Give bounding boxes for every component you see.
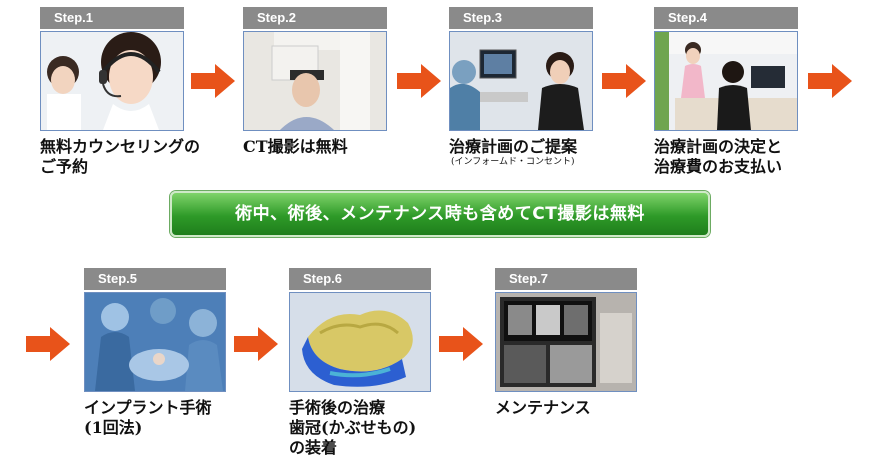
arrow-icon bbox=[234, 327, 278, 361]
step-6-label: Step.6 bbox=[289, 268, 431, 290]
step-6-photo bbox=[289, 292, 431, 392]
arrow-icon bbox=[602, 64, 646, 98]
step-7-photo bbox=[495, 292, 637, 392]
step-2-caption: CT撮影は無料 bbox=[243, 137, 348, 157]
step-1-photo bbox=[40, 31, 184, 131]
step-2-photo bbox=[243, 31, 387, 131]
step-6-caption-line: の装着 bbox=[289, 438, 338, 457]
step-7-label: Step.7 bbox=[495, 268, 637, 290]
step-4-caption-line: 治療費のお支払い bbox=[654, 157, 783, 176]
step-1-caption: 無料カウンセリングの ご予約 bbox=[40, 137, 200, 177]
arrow-icon bbox=[808, 64, 852, 98]
step-4-caption: 治療計画の決定と 治療費のお支払い bbox=[654, 137, 782, 177]
step-7-caption-line: メンテナンス bbox=[495, 398, 591, 417]
step-4-label: Step.4 bbox=[654, 7, 798, 29]
step-5-photo bbox=[84, 292, 226, 392]
step-3-caption-sub: (インフォームド・コンセント) bbox=[451, 157, 575, 167]
step-1-caption-line: 無料カウンセリングの bbox=[40, 137, 201, 156]
step-2-label: Step.2 bbox=[243, 7, 387, 29]
step-5-caption-line: インプラント手術 bbox=[84, 398, 212, 417]
step-6-caption: 手術後の治療 歯冠(かぶせもの) の装着 bbox=[289, 398, 416, 458]
arrow-icon bbox=[439, 327, 483, 361]
step-3-label: Step.3 bbox=[449, 7, 593, 29]
arrow-icon bbox=[26, 327, 70, 361]
step-2-caption-line: CT撮影は無料 bbox=[243, 137, 348, 156]
step-4-photo bbox=[654, 31, 798, 131]
step-3-photo bbox=[449, 31, 593, 131]
step-3-caption-line: 治療計画のご提案 bbox=[449, 137, 578, 156]
step-3-caption: 治療計画のご提案 (インフォームド・コンセント) bbox=[449, 137, 577, 167]
free-ct-banner: 術中、術後、メンテナンス時も含めてCT撮影は無料 bbox=[170, 191, 710, 237]
step-7-caption: メンテナンス bbox=[495, 398, 591, 418]
step-1-caption-line: ご予約 bbox=[40, 157, 89, 176]
step-5-label: Step.5 bbox=[84, 268, 226, 290]
step-4-caption-line: 治療計画の決定と bbox=[654, 137, 783, 156]
arrow-icon bbox=[191, 64, 235, 98]
step-1-label: Step.1 bbox=[40, 7, 184, 29]
step-6-caption-line: 歯冠(かぶせもの) bbox=[289, 418, 417, 437]
step-5-caption: インプラント手術 (1回法) bbox=[84, 398, 212, 438]
step-6-caption-line: 手術後の治療 bbox=[289, 398, 386, 417]
step-5-caption-line: (1回法) bbox=[84, 418, 143, 437]
arrow-icon bbox=[397, 64, 441, 98]
